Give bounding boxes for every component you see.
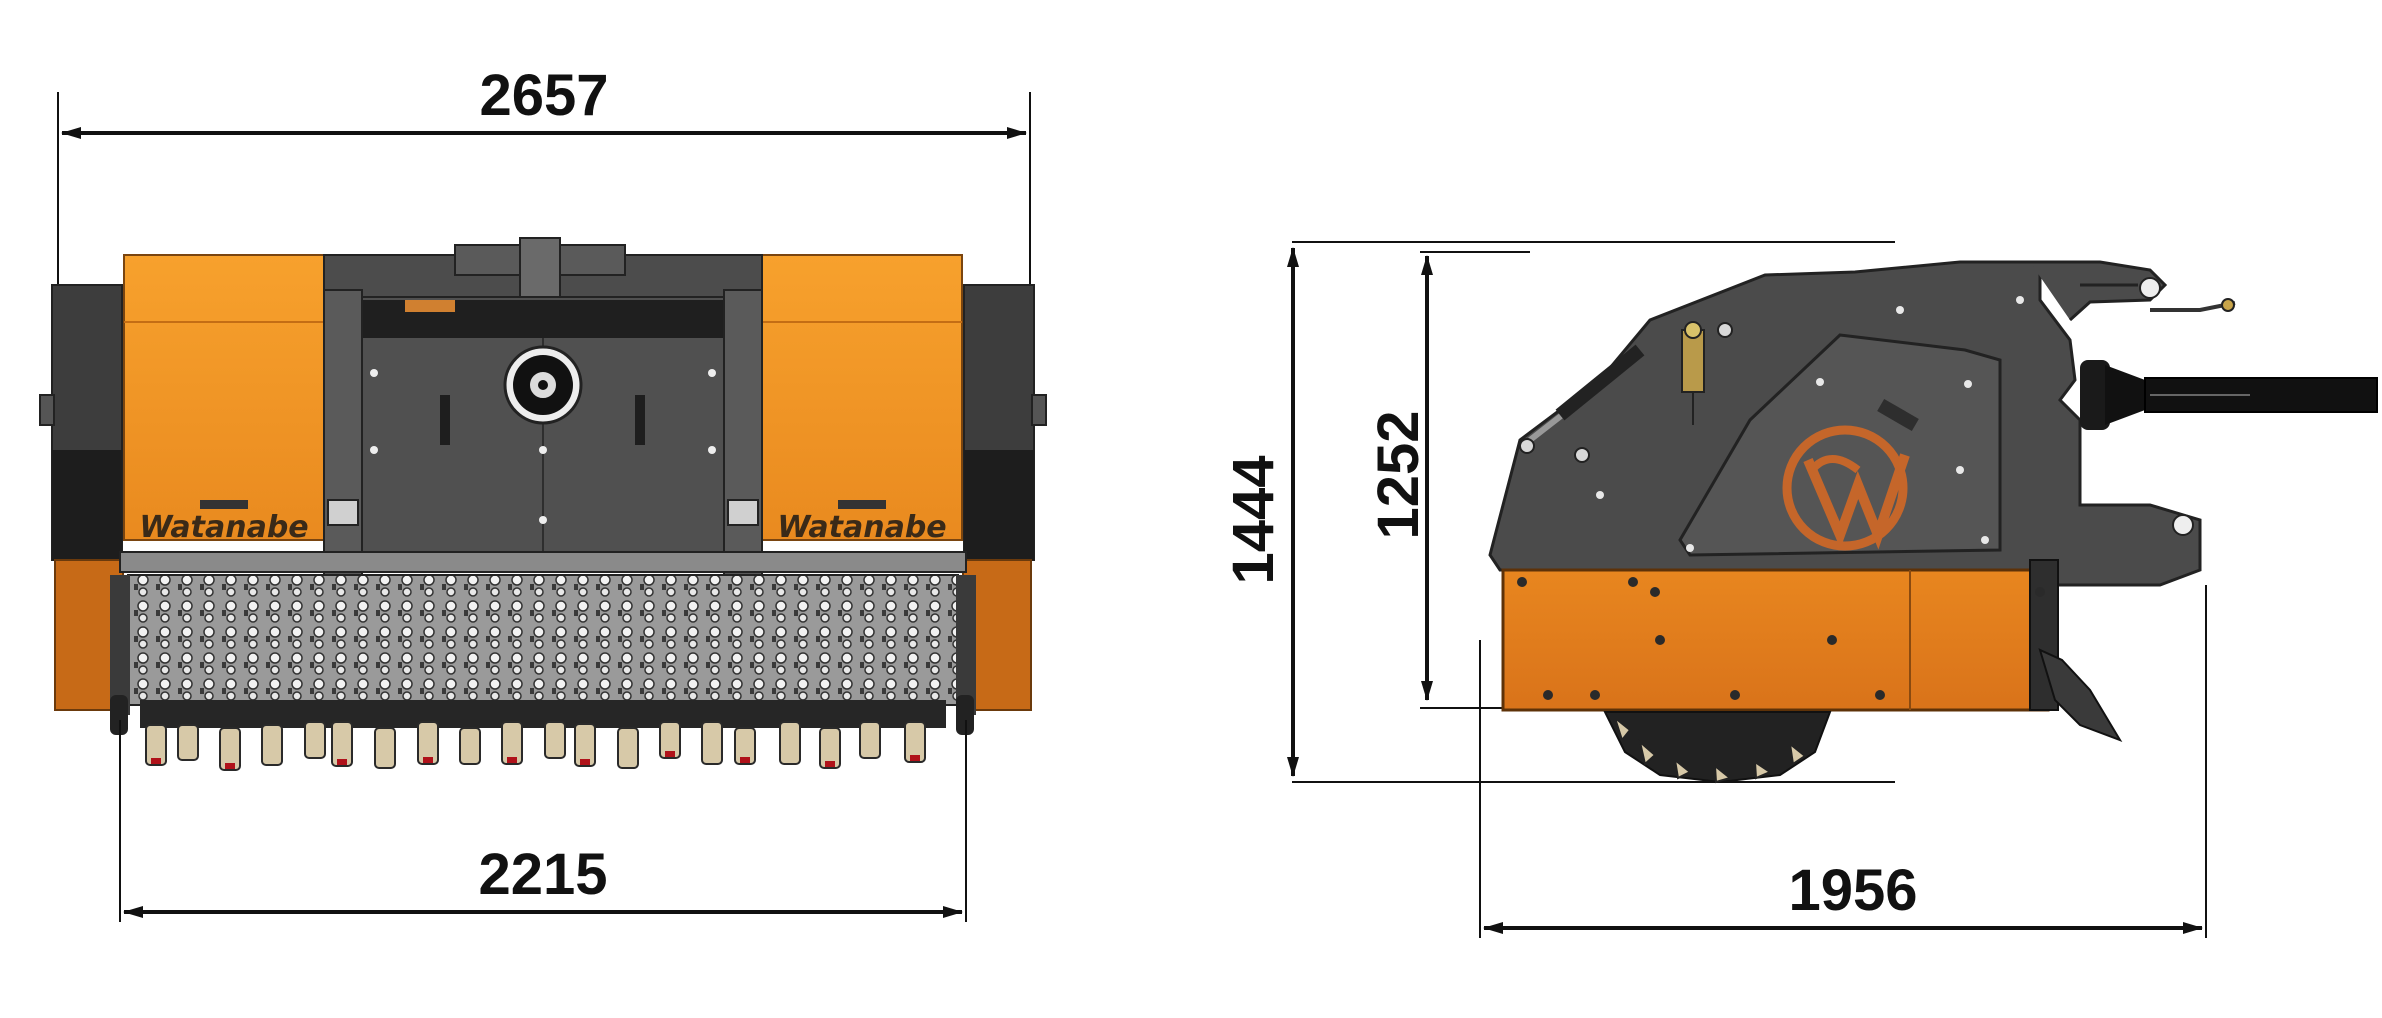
- watanabe-logo-left: Watanabe: [139, 510, 308, 545]
- dimension-side-total-height: 1444: [1221, 241, 1895, 783]
- dimension-front-working: 2215: [119, 720, 967, 922]
- dimension-front-overall: 2657: [57, 63, 1031, 290]
- rw-emblem-icon: [1782, 425, 1910, 551]
- side-rotor-icon: [1603, 711, 1832, 784]
- front-view: 2657 Watanabe Watanabe: [39, 63, 1047, 922]
- dimension-label-1956: 1956: [1788, 858, 1917, 923]
- dimension-label-2657: 2657: [479, 63, 608, 128]
- dimension-label-1444: 1444: [1221, 455, 1286, 584]
- dimension-side-length: 1956: [1479, 585, 2207, 938]
- pto-hub-icon: [503, 345, 583, 425]
- watanabe-logo-right: Watanabe: [777, 510, 946, 545]
- rotor-teeth: [140, 700, 946, 771]
- side-view: 1444 1252: [1221, 241, 2378, 938]
- dimension-label-1252: 1252: [1366, 410, 1431, 539]
- dimension-label-2215: 2215: [478, 842, 607, 907]
- dimension-side-body-height: 1252: [1366, 251, 1840, 709]
